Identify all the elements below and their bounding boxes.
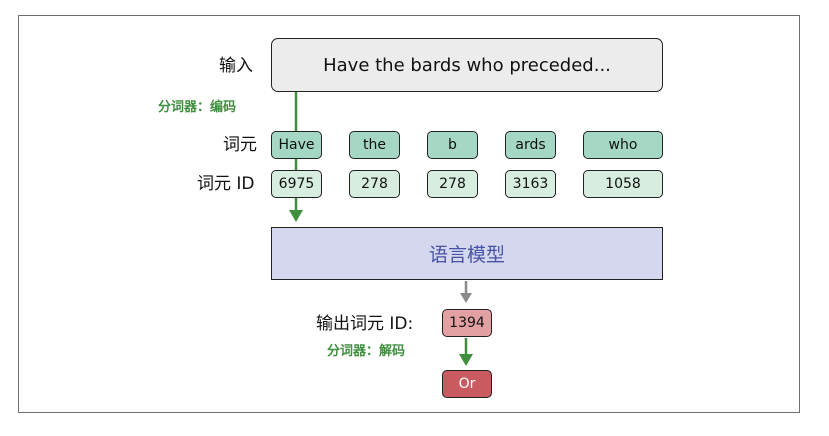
token-ids-row-label: 词元 ID [197,174,255,194]
input-text-box: Have the bards who preceded... [271,38,663,92]
token-1: the [349,131,400,159]
model-output-arrow-head [460,293,472,303]
token-2: b [427,131,478,159]
decode-arrow-head [459,354,473,366]
token-4: who [583,131,663,159]
tokenizer-encode-label: 分词器：编码 [158,100,237,115]
language-model-box: 语言模型 [271,227,663,280]
encode-arrow-head [289,210,303,222]
diagram-frame [18,15,800,413]
token-id-4: 1058 [583,170,663,198]
output-token-box: Or [442,370,492,398]
token-id-3: 3163 [505,170,556,198]
output-token-id-label: 输出词元 ID: [316,314,414,334]
token-id-2: 278 [427,170,478,198]
tokens-row-label: 词元 [223,135,257,155]
tokenizer-decode-label: 分词器：解码 [327,344,406,359]
token-3: ards [505,131,556,159]
token-id-1: 278 [349,170,400,198]
output-id-box: 1394 [442,309,492,337]
token-0: Have [271,131,322,159]
input-label: 输入 [219,56,253,76]
token-id-0: 6975 [271,170,322,198]
